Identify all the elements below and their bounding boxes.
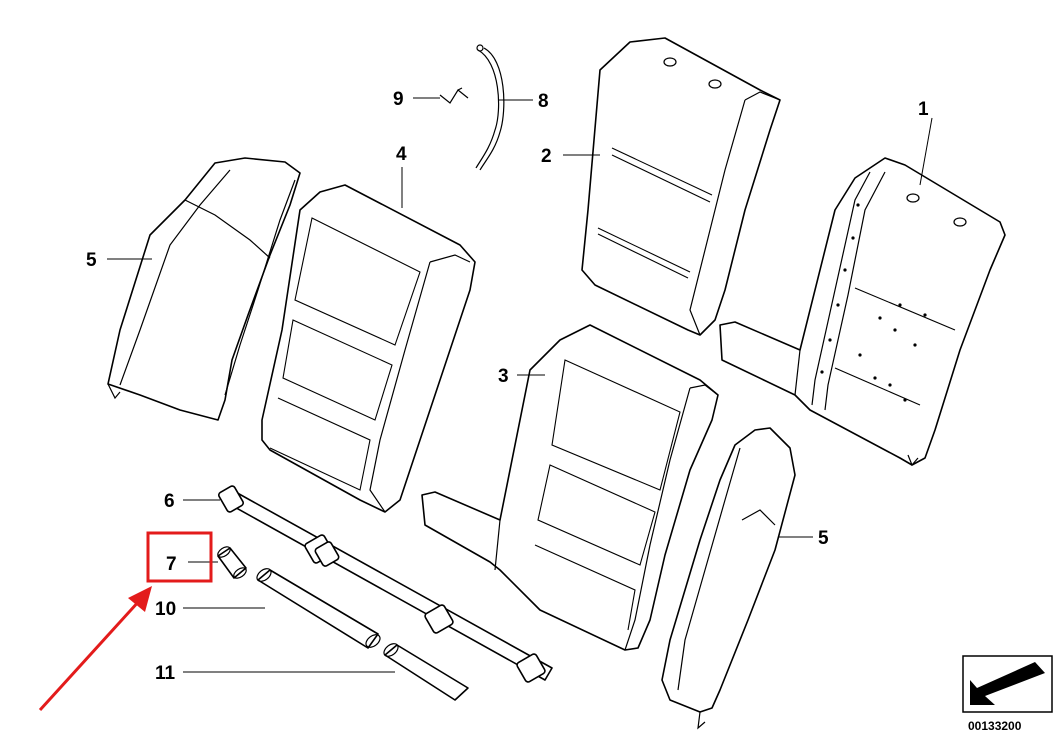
part-6-rod [218,485,553,683]
callout-labels: 1 2 3 4 5 5 6 7 8 9 10 11 [86,89,929,684]
red-arrow-shaft [38,598,142,712]
part-4-backrest-pad [261,184,476,513]
part-9-clip [439,87,469,104]
reference-number: 00133200 [968,719,1022,733]
part-11-tube [383,643,469,701]
callout-4: 4 [396,144,407,165]
highlight-box [146,531,213,583]
part-10-foam-tube [256,568,381,649]
leader-lines [107,97,933,673]
callout-7: 7 [166,554,177,575]
callout-1: 1 [918,99,929,120]
callout-11: 11 [155,663,176,684]
highlight-annotation [38,531,213,712]
part-8-wire-clip [475,44,505,171]
reference-box: 00133200 [962,655,1053,733]
callout-8: 8 [538,91,549,112]
part-5-right-bolster [661,427,796,730]
callout-6: 6 [164,491,175,512]
part-7-sleeve [217,546,247,579]
part-1-backrest-frame [719,157,1006,467]
callout-5-left: 5 [86,250,97,271]
callout-2: 2 [541,146,552,167]
callout-3: 3 [498,366,509,387]
part-2-backrest-cover [581,37,781,336]
reference-arrow-shape [970,662,1045,705]
callout-5-right: 5 [818,528,829,549]
callout-10: 10 [155,599,176,620]
red-arrow-icon [128,586,152,612]
callout-9: 9 [393,89,404,110]
part-3-cushion-pad [421,324,719,651]
part-5-left-bolster [107,157,301,421]
